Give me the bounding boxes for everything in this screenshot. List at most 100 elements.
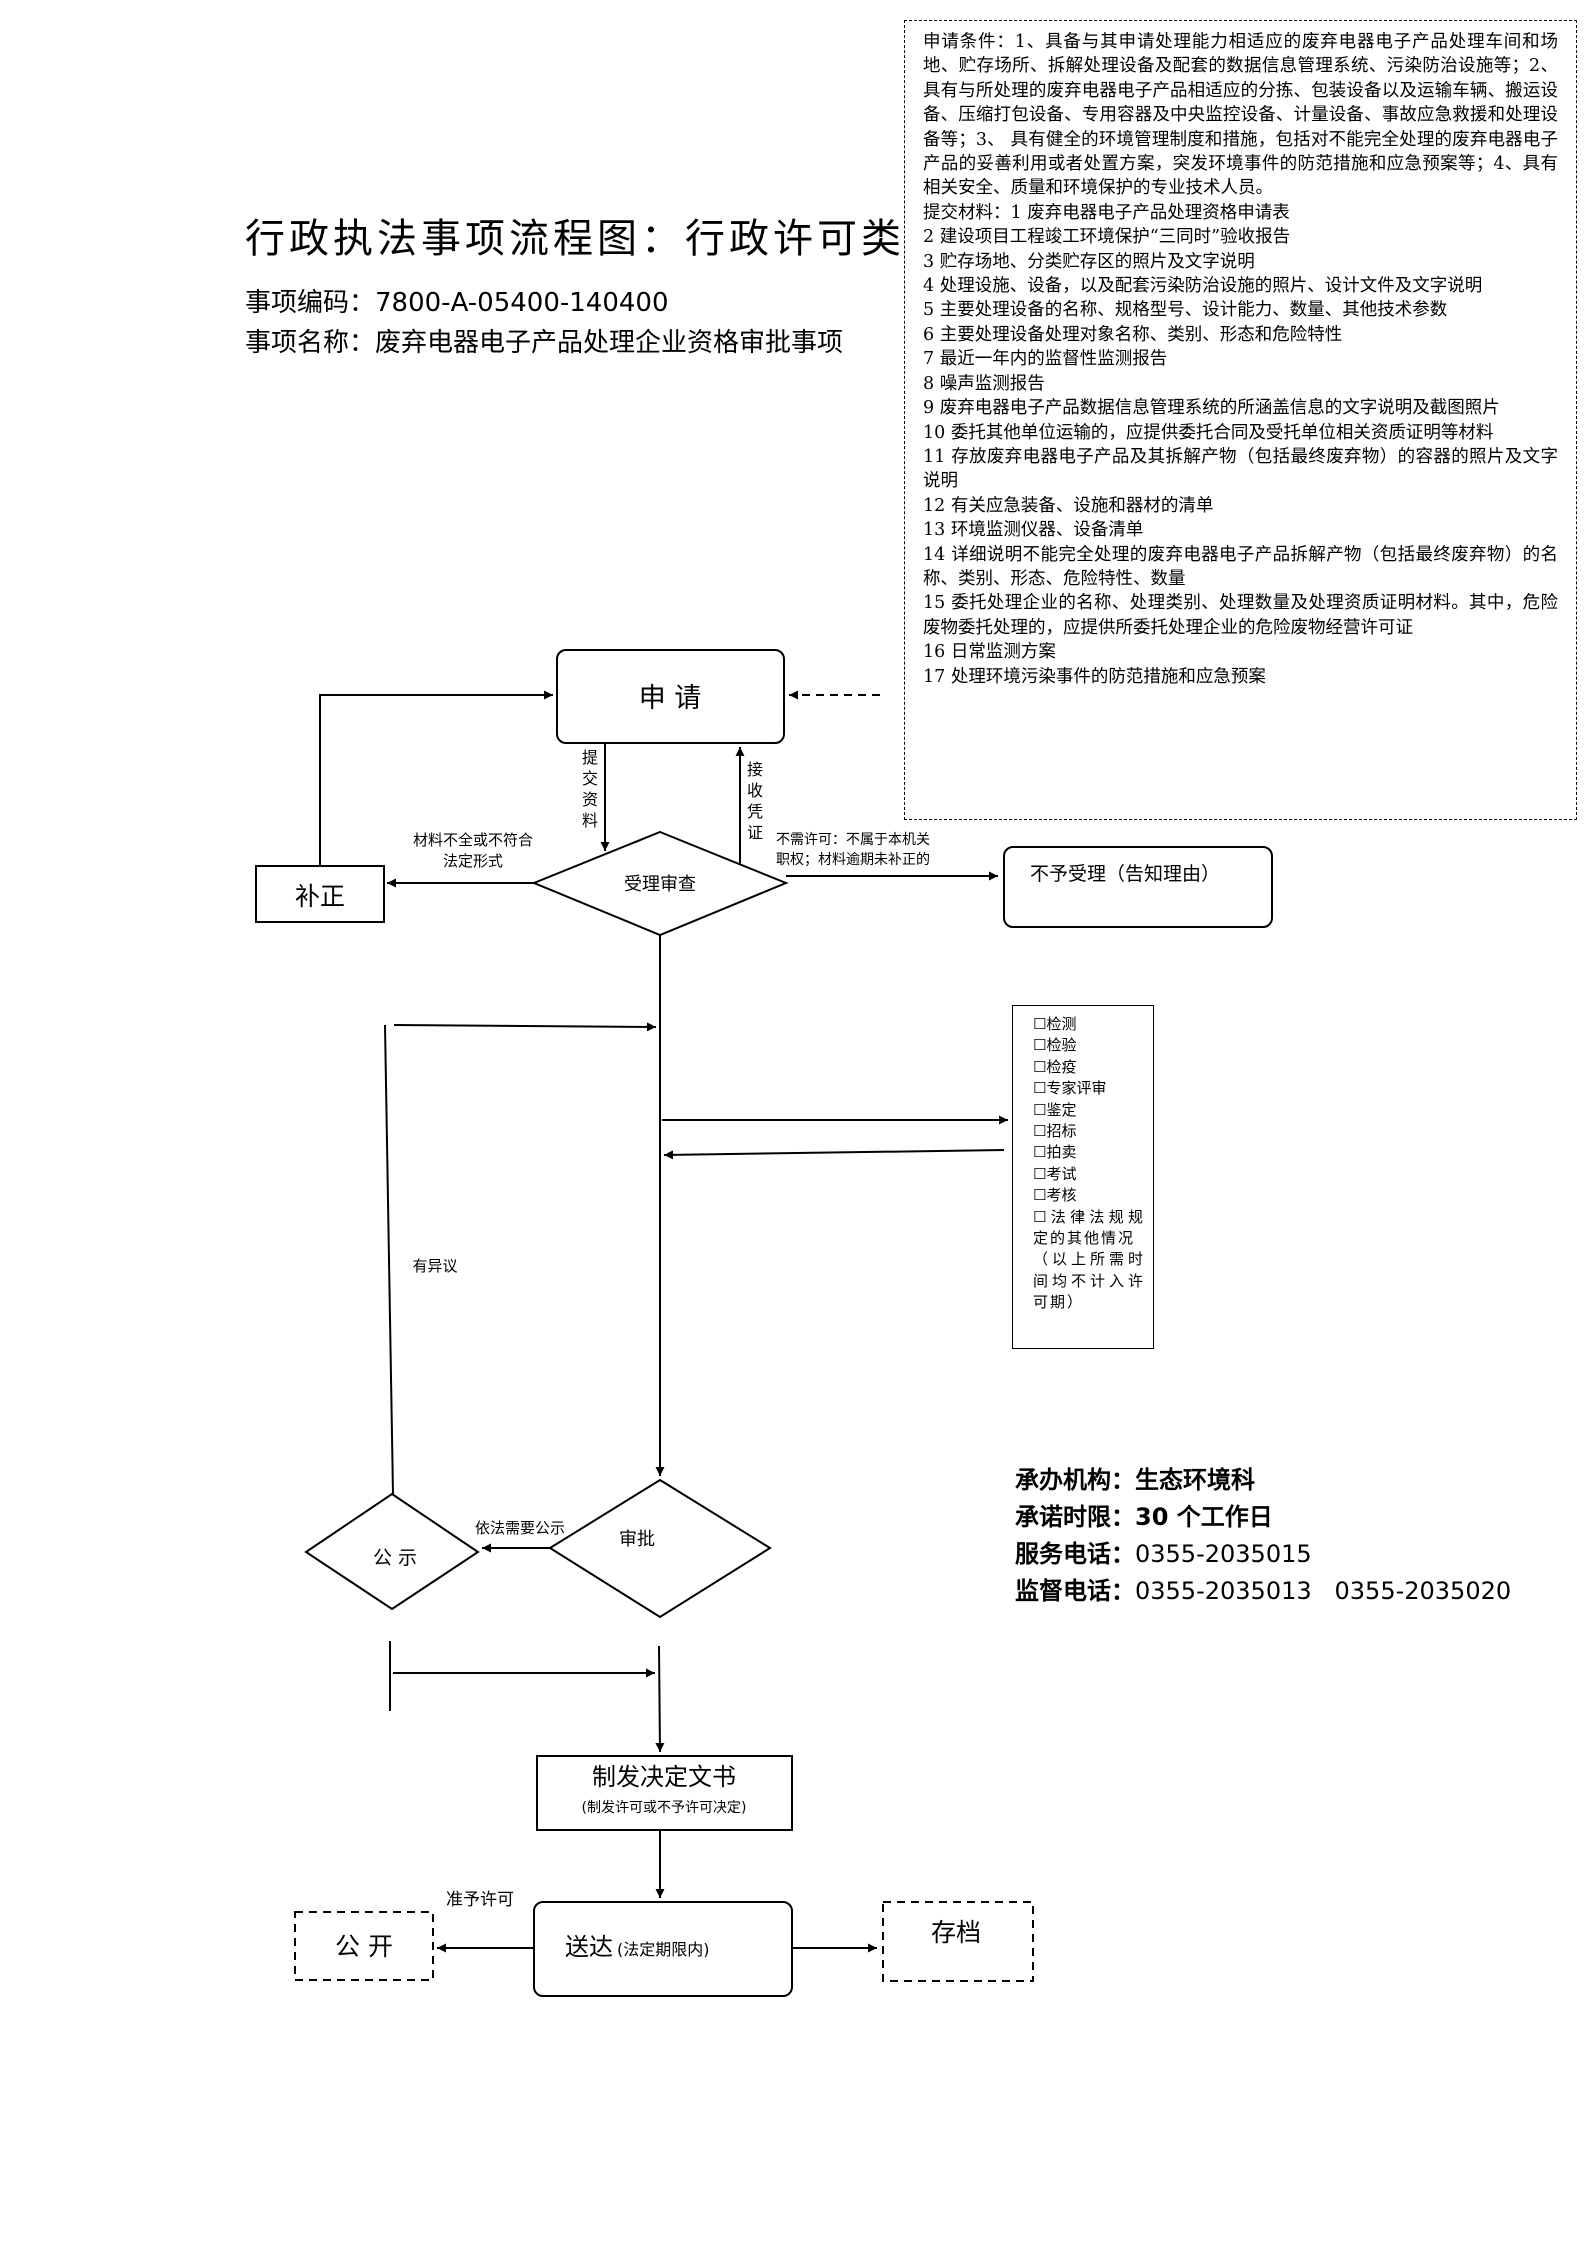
submission-material-item: 12 有关应急装备、设施和器材的清单: [923, 495, 1214, 516]
decision-title: 制发决定文书: [592, 1763, 736, 1791]
submission-material-item: 14 详细说明不能完全处理的废弃电器电子产品拆解产物（包括最终废弃物）的名称、类…: [923, 544, 1558, 589]
service-phone-label: 服务电话：: [1015, 1540, 1135, 1568]
application-conditions-box: 申请条件：1、具备与其申请处理能力相适应的废弃电器电子产品处理车间和场地、贮存场…: [904, 20, 1577, 820]
correct-label: 补正: [295, 882, 345, 911]
submit-vlabel-char: 提: [582, 748, 598, 767]
deliver-main: 送达: [565, 1933, 613, 1961]
submission-material-item: 16 日常监测方案: [923, 642, 1056, 663]
checkbox-icon: ☐: [1033, 1143, 1047, 1162]
decision-box: [536, 1755, 793, 1831]
publicity-condition-label: 依法需要公示: [475, 1519, 565, 1537]
incomplete-label-line-2: 法定形式: [443, 852, 503, 870]
supervise-phone-value: 0355-2035013 0355-2035020: [1135, 1577, 1512, 1605]
submission-material-item: 6 主要处理设备处理对象名称、类别、形态和危险特性: [923, 324, 1343, 345]
checklist-item-label: 鉴定: [1046, 1100, 1077, 1119]
approve-label: 审批: [619, 1529, 655, 1550]
from-checklist-arrow: [663, 1149, 1005, 1160]
checklist-item: ☐拍卖: [1033, 1142, 1145, 1163]
time-limit-label: 承诺时限：: [1015, 1503, 1135, 1531]
submit-vlabel-char: 料: [582, 811, 598, 830]
checklist-item-label: 检疫: [1046, 1057, 1077, 1076]
checklist-item: ☐法律法规规定的其他情况: [1033, 1207, 1145, 1250]
checkbox-icon: ☐: [1033, 1015, 1047, 1033]
public-box: [294, 1911, 434, 1981]
public-label: 公 开: [335, 1932, 393, 1961]
reject-label: 不予受理（告知理由）: [1030, 863, 1220, 885]
submission-material-item: 13 环境监测仪器、设备清单: [923, 520, 1144, 541]
special-procedures-checklist: ☐检测☐检验☐检疫☐专家评审☐鉴定☐招标☐拍卖☐考试☐考核☐法律法规规定的其他情…: [1012, 1005, 1154, 1349]
incomplete-label-line-1: 材料不全或不符合: [413, 831, 533, 849]
item-name-value: 废弃电器电子产品处理企业资格审批事项: [375, 328, 844, 358]
submission-material-item: 5 主要处理设备的名称、规格型号、设计能力、数量、其他技术参数: [923, 300, 1448, 321]
checklist-item-label: 拍卖: [1046, 1143, 1077, 1162]
grant-label: 准予许可: [446, 1890, 514, 1910]
receive-vlabel-char: 证: [747, 823, 763, 842]
application-conditions-text: 申请条件：1、具备与其申请处理能力相适应的废弃电器电子产品处理车间和场地、贮存场…: [923, 32, 1558, 199]
checklist-item-label: 法律法规规定的其他情况: [1033, 1207, 1145, 1248]
decision-subtitle: (制发许可或不予许可决定): [582, 1800, 747, 1816]
reject-box: [1003, 846, 1273, 928]
checklist-item-label: 招标: [1046, 1122, 1077, 1141]
checkbox-icon: ☐: [1033, 1186, 1047, 1205]
checklist-item: ☐检验: [1033, 1035, 1145, 1056]
apply-box: [556, 649, 785, 744]
submission-material-item: 15 委托处理企业的名称、处理类别、处理数量及处理资质证明材料。其中，危险废物委…: [923, 593, 1558, 638]
time-limit-row: 承诺时限：30 个工作日: [1015, 1497, 1511, 1534]
receive-vlabel-char: 凭: [747, 802, 763, 821]
review-label: 受理审查: [624, 874, 696, 895]
time-limit-value: 30 个工作日: [1135, 1503, 1273, 1531]
checklist-item-label: 考核: [1046, 1186, 1077, 1205]
checklist-item-label: 专家评审: [1046, 1079, 1107, 1098]
supervise-phone-label: 监督电话：: [1015, 1577, 1135, 1605]
submit-vlabel-char: 交: [582, 769, 598, 788]
submission-material-item: 17 处理环境污染事件的防范措施和应急预案: [923, 666, 1266, 687]
archive-label: 存档: [931, 1918, 981, 1947]
submission-material-item: 提交材料：1 废弃电器电子产品处理资格申请表: [923, 202, 1290, 223]
to-decision-arrow: [655, 1645, 665, 1753]
submission-material-item: 8 噪声监测报告: [923, 373, 1045, 394]
service-phone-value: 0355-2035015: [1135, 1540, 1312, 1568]
page-title: 行政执法事项流程图：行政许可类: [245, 216, 905, 262]
checklist-item: ☐专家评审: [1033, 1078, 1145, 1099]
supervise-phone-row: 监督电话：0355-2035013 0355-2035020: [1015, 1571, 1511, 1608]
submission-material-item: 9 废弃电器电子产品数据信息管理系统的所涵盖信息的文字说明及截图照片: [923, 398, 1500, 419]
checklist-item: ☐考核: [1033, 1185, 1145, 1206]
checklist-item-label: 检验: [1046, 1036, 1077, 1055]
objection-label: 有异议: [412, 1257, 457, 1275]
publicity-label: 公 示: [373, 1547, 417, 1569]
org-value: 生态环境科: [1135, 1466, 1255, 1494]
objection-return-arrow: [393, 1022, 657, 1032]
checklist-item: ☐检测: [1033, 1014, 1145, 1035]
archive-box: [882, 1901, 1034, 1982]
item-code-label: 事项编码：: [245, 288, 376, 318]
approve-diamond: [548, 1478, 772, 1619]
item-code-value: 7800-A-05400-140400: [375, 288, 669, 318]
submission-material-item: 2 建设项目工程竣工环境保护“三同时”验收报告: [923, 227, 1291, 248]
submission-material-item: 7 最近一年内的监督性监测报告: [923, 349, 1168, 370]
publicity-diamond: [304, 1492, 480, 1611]
deliver-label: 送达(法定期限内): [565, 1933, 710, 1961]
submission-material-item: 4 处理设施、设备，以及配套污染防治设施的照片、设计文件及文字说明: [923, 276, 1483, 297]
checklist-note: （以上所需时间均不计入许可期）: [1033, 1250, 1145, 1312]
checkbox-icon: ☐: [1033, 1100, 1047, 1119]
receive-vlabel-char: 接: [747, 760, 763, 779]
checklist-item: ☐检疫: [1033, 1057, 1145, 1078]
deliver-sub: (法定期限内): [617, 1940, 710, 1959]
submit-label: 提交资料: [582, 748, 598, 830]
receipt-label: 接收凭证: [747, 760, 763, 842]
checkbox-icon: ☐: [1033, 1164, 1047, 1183]
checklist-item-label: 检测: [1046, 1015, 1077, 1033]
checkbox-icon: ☐: [1033, 1057, 1047, 1076]
checklist-item: ☐招标: [1033, 1121, 1145, 1142]
service-phone-row: 服务电话：0355-2035015: [1015, 1534, 1511, 1571]
item-name-label: 事项名称：: [245, 328, 376, 358]
item-code: 事项编码：7800-A-05400-140400: [245, 282, 669, 319]
submission-material-item: 10 委托其他单位运输的，应提供委托合同及受托单位相关资质证明等材料: [923, 422, 1494, 443]
checkbox-icon: ☐: [1033, 1207, 1049, 1226]
checklist-item: ☐考试: [1033, 1164, 1145, 1185]
receive-vlabel-char: 收: [747, 781, 763, 800]
correct-return-arrow: [319, 690, 553, 866]
apply-label: 申 请: [639, 683, 702, 714]
reject-condition-line-2: 职权；材料逾期未补正的: [776, 852, 930, 868]
submission-material-item: 11 存放废弃电器电子产品及其拆解产物（包括最终废弃物）的容器的照片及文字说明: [923, 446, 1558, 492]
